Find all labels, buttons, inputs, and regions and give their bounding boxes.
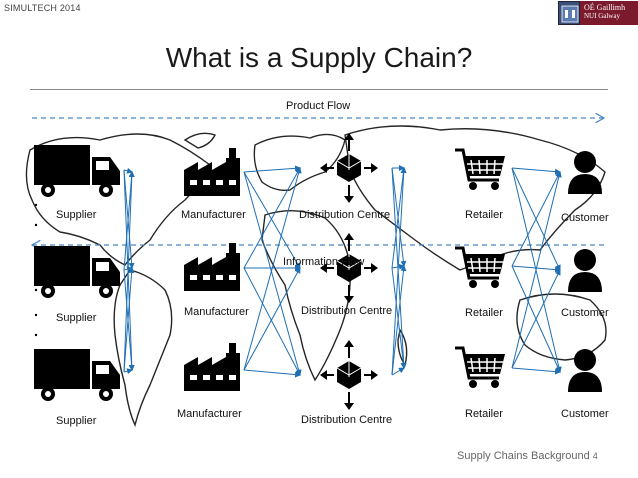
distribution-centre-label: Distribution Centre [301, 414, 393, 426]
distribution-centre-label: Distribution Centre [299, 209, 391, 221]
truck-icon [34, 349, 120, 401]
slide-title: What is a Supply Chain? [165, 42, 473, 73]
customer-label: Customer [561, 307, 609, 319]
supplier-label: Supplier [56, 209, 97, 221]
flow-link-arrow [243, 369, 301, 378]
supplier-label: Supplier [56, 312, 97, 324]
person-icon [568, 249, 602, 292]
flow-link-arrow [243, 167, 301, 269]
box-arrows-icon [319, 232, 379, 304]
box-arrows-icon [319, 339, 379, 411]
flow-link-arrow [391, 167, 407, 376]
flow-link-arrow [123, 368, 133, 375]
world-map-background [25, 125, 607, 428]
flow-link-arrow [511, 367, 561, 375]
flow-link-arrow [391, 167, 407, 269]
flow-link-arrow [391, 265, 407, 376]
shopping-cart-icon [453, 148, 507, 192]
retailer-label: Retailer [465, 408, 503, 420]
flow-link-arrow [511, 171, 561, 267]
flow-link-arrow [243, 171, 301, 269]
footer-text: Supply Chains Background [457, 450, 590, 462]
conference-label: SIMULTECH 2014 [4, 3, 81, 13]
flow-link-arrow [123, 171, 135, 373]
flow-link-arrow [123, 267, 135, 373]
flow-link-arrow [511, 167, 561, 175]
customer-label: Customer [561, 408, 609, 420]
flow-link-arrow [243, 267, 301, 376]
shopping-cart-icon [453, 246, 507, 290]
flow-link-arrow [123, 167, 133, 174]
flow-link-arrow [243, 165, 301, 173]
person-icon [568, 349, 602, 392]
page-number: 4 [592, 451, 598, 461]
manufacturer-label: Manufacturer [181, 209, 246, 221]
flow-link-arrow [511, 269, 561, 369]
university-logo: OÉ Gaillimh NUI Galway [558, 1, 638, 25]
product-flow-label: Product Flow [286, 100, 351, 112]
flow-link-arrow [243, 167, 302, 371]
shopping-cart-icon [453, 346, 507, 390]
truck-icon [34, 145, 120, 197]
logo-line-1: OÉ Gaillimh [584, 3, 626, 12]
retailer-label: Retailer [465, 209, 503, 221]
customer-label: Customer [561, 212, 609, 224]
left-margin-dots [34, 203, 38, 337]
retailer-label: Retailer [465, 307, 503, 319]
crest-icon [558, 1, 580, 25]
factory-icon [184, 148, 240, 196]
flow-link-arrow [243, 267, 301, 371]
factory-icon [184, 343, 240, 391]
person-icon [568, 151, 602, 194]
supplier-label: Supplier [56, 415, 97, 427]
title-divider [30, 89, 608, 90]
information-flow-label: Information Flow [283, 256, 365, 268]
flow-link-arrow [391, 367, 405, 376]
factory-icon [184, 243, 240, 291]
manufacturer-label: Manufacturer [184, 306, 249, 318]
flow-link-arrow [123, 171, 135, 271]
manufacturer-label: Manufacturer [177, 408, 242, 420]
logo-line-2: NUI Galway [584, 12, 620, 20]
distribution-centre-label: Distribution Centre [301, 305, 393, 317]
flow-link-arrow [511, 171, 562, 369]
box-arrows-icon [319, 132, 379, 204]
supply-chain-links [123, 165, 562, 378]
flow-link-arrow [243, 171, 302, 376]
